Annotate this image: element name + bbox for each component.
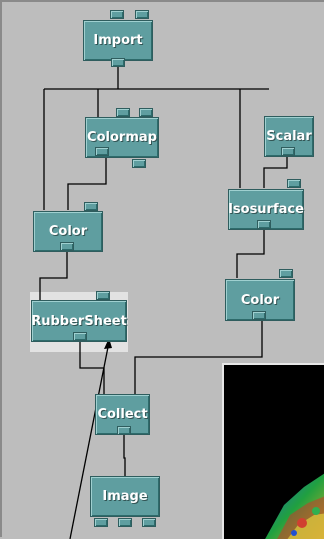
wire-color-collect: [134, 320, 263, 396]
rendered-surface-image: [265, 473, 324, 539]
image-output-tab-2[interactable]: [118, 518, 132, 527]
image-label: Image: [102, 489, 148, 504]
colormap-input-tab-1[interactable]: [116, 108, 130, 117]
isosurface-label: Isosurface: [228, 202, 304, 217]
isosurface-output-tab[interactable]: [257, 220, 271, 229]
wire-collect-image: [123, 435, 126, 476]
collect-label: Collect: [97, 407, 148, 422]
color-right-module[interactable]: Color: [225, 279, 295, 321]
import-input-tab-1[interactable]: [110, 10, 124, 19]
rubbersheet-input-tab[interactable]: [96, 291, 110, 300]
image-render-window[interactable]: [222, 363, 324, 539]
wire-scalar-isosurface: [263, 157, 288, 188]
color-left-input-tab[interactable]: [84, 202, 98, 211]
import-input-tab-2[interactable]: [135, 10, 149, 19]
color-right-output-tab[interactable]: [252, 311, 266, 320]
colormap-output-tab-1[interactable]: [95, 147, 109, 156]
wire-rubbersheet-collect: [79, 342, 105, 396]
image-output-tab-3[interactable]: [142, 518, 156, 527]
image-module[interactable]: Image: [90, 476, 160, 517]
import-module[interactable]: Import: [83, 20, 153, 61]
scalar-output-tab[interactable]: [281, 147, 295, 156]
collect-output-tab[interactable]: [117, 426, 131, 435]
import-output-tab[interactable]: [111, 58, 125, 67]
colormap-input-tab-2[interactable]: [139, 108, 153, 117]
image-output-tab-1[interactable]: [94, 518, 108, 527]
wire-colormap-color: [67, 158, 107, 210]
annotation-arrowhead: [104, 338, 112, 349]
rubbersheet-label: RubberSheet: [31, 313, 127, 329]
wire-color-rubbersheet: [39, 252, 68, 300]
import-label: Import: [93, 33, 143, 48]
annotation-arrow: [69, 341, 110, 539]
color-left-label: Color: [48, 224, 88, 239]
colormap-output-tab-2[interactable]: [132, 159, 146, 168]
color-left-output-tab[interactable]: [60, 242, 74, 251]
color-right-label: Color: [240, 292, 280, 308]
scalar-label: Scalar: [266, 129, 312, 144]
color-right-input-tab[interactable]: [279, 269, 293, 278]
rubbersheet-output-tab[interactable]: [73, 332, 87, 341]
colormap-label: Colormap: [87, 130, 157, 145]
isosurface-input-tab[interactable]: [287, 179, 301, 188]
wire-isosurface-color: [236, 230, 265, 278]
